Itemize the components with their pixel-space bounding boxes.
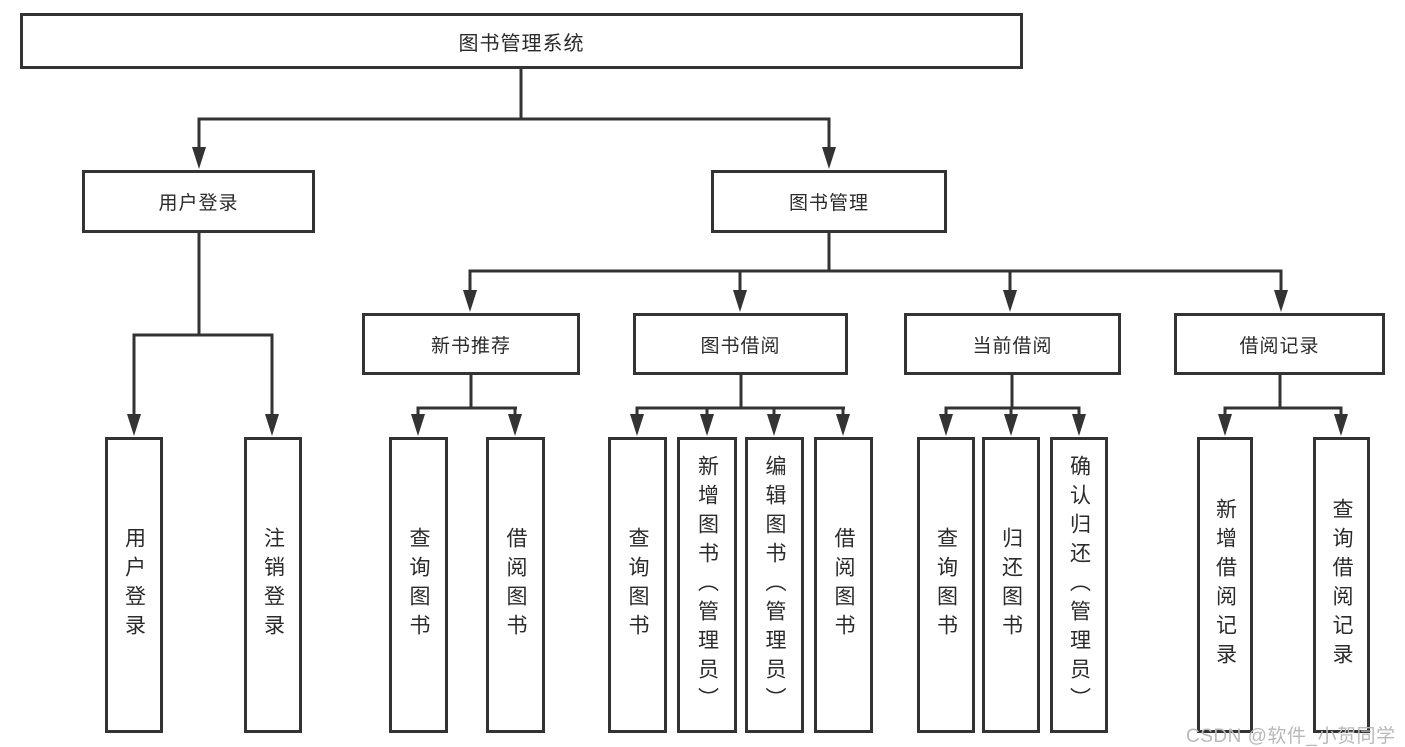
arrowhead <box>192 147 206 169</box>
arrowhead <box>939 414 953 436</box>
arrowhead <box>630 414 644 436</box>
leaf-label: 用户登录 <box>122 527 146 643</box>
arrowhead <box>836 414 850 436</box>
leaf-query-books-borrow: 查询图书 <box>608 437 667 733</box>
node-label: 用户登录 <box>158 193 239 214</box>
arrowhead <box>1072 414 1086 436</box>
arrowhead <box>411 414 425 436</box>
leaf-borrow-books-recommend: 借阅图书 <box>486 437 545 733</box>
leaf-logout-login: 注销登录 <box>244 437 302 733</box>
arrowhead <box>508 414 522 436</box>
node-book-management: 图书管理 <box>711 170 947 233</box>
leaf-label: 确认归还（管理员） <box>1067 454 1091 716</box>
leaf-label: 新增借阅记录 <box>1213 498 1237 672</box>
arrowhead <box>1274 290 1288 312</box>
leaf-edit-book-admin: 编辑图书（管理员） <box>745 437 804 733</box>
arrowhead <box>265 414 279 436</box>
leaf-label: 查询借阅记录 <box>1330 498 1353 672</box>
arrowhead <box>1003 290 1017 312</box>
arrowhead <box>822 147 836 169</box>
leaf-label: 注销登录 <box>261 527 285 643</box>
node-user-login: 用户登录 <box>82 170 315 233</box>
leaf-label: 新增图书（管理员） <box>695 454 719 716</box>
arrowhead <box>1218 414 1232 436</box>
leaf-label: 编辑图书（管理员） <box>763 454 786 716</box>
node-borrow-records: 借阅记录 <box>1174 313 1385 375</box>
leaf-label: 借阅图书 <box>832 527 855 643</box>
node-library-management-system: 图书管理系统 <box>20 13 1023 69</box>
node-current-borrow: 当前借阅 <box>904 313 1121 375</box>
node-label: 图书借阅 <box>700 335 781 357</box>
node-label: 新书推荐 <box>430 335 511 357</box>
arrowhead <box>733 290 747 312</box>
arrowhead <box>463 290 477 312</box>
leaf-query-books-current: 查询图书 <box>917 437 975 733</box>
arrowhead <box>700 414 714 436</box>
leaf-add-borrow-record: 新增借阅记录 <box>1197 437 1253 733</box>
arrowhead <box>1334 414 1348 436</box>
node-book-borrow: 图书借阅 <box>633 313 848 375</box>
arrowhead <box>767 414 781 436</box>
node-label: 图书管理系统 <box>458 32 585 55</box>
leaf-borrow-books: 借阅图书 <box>814 437 873 733</box>
leaf-label: 查询图书 <box>407 527 430 643</box>
node-label: 借阅记录 <box>1239 335 1320 357</box>
node-new-book-recommend: 新书推荐 <box>362 313 580 375</box>
leaf-label: 查询图书 <box>626 527 649 643</box>
leaf-confirm-return-admin: 确认归还（管理员） <box>1050 437 1108 733</box>
leaf-label: 归还图书 <box>999 527 1023 643</box>
csdn-watermark: CSDN @软件_小贺同学 <box>1186 726 1396 747</box>
leaf-label: 查询图书 <box>934 527 958 643</box>
arrowhead <box>1004 414 1018 436</box>
arrowheads <box>127 147 1348 436</box>
arrowhead <box>127 414 141 436</box>
leaf-user-login: 用户登录 <box>105 437 163 733</box>
leaf-query-books-recommend: 查询图书 <box>389 437 448 733</box>
leaf-add-book-admin: 新增图书（管理员） <box>677 437 737 733</box>
leaf-query-borrow-record: 查询借阅记录 <box>1313 437 1370 733</box>
node-label: 当前借阅 <box>972 335 1053 357</box>
leaf-return-book: 归还图书 <box>982 437 1040 733</box>
node-label: 图书管理 <box>788 193 869 214</box>
leaf-label: 借阅图书 <box>504 527 527 643</box>
